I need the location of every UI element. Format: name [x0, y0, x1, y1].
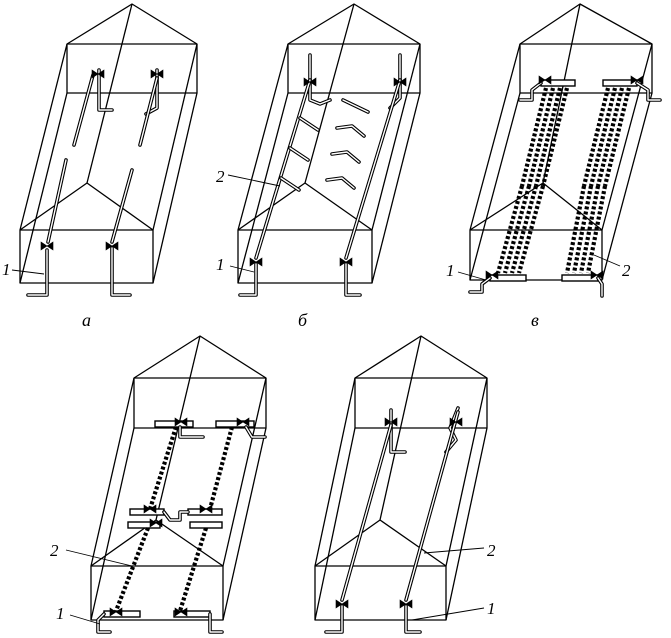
panel-a: 1 а: [2, 3, 198, 330]
header-bars-v: [468, 79, 662, 298]
callout-a-1: 1: [2, 260, 11, 279]
leader-line-d-2: [423, 547, 485, 554]
callout-g-1: 1: [56, 604, 65, 623]
callout-g-2: 2: [50, 541, 59, 560]
stripping-pipes-b: [238, 53, 402, 297]
leader-line-b-1: [229, 265, 255, 273]
box-outline-d: [314, 335, 488, 621]
header-bars-g: [96, 420, 267, 634]
box-outline-a: [19, 3, 198, 284]
leader-line-a-1: [11, 269, 45, 275]
panel-g: 2 1: [50, 335, 267, 634]
leader-line-b-2: [227, 174, 281, 187]
dashed-distributors-g: [114, 426, 235, 612]
panel-v: 1 2 в: [446, 3, 662, 330]
box-outline-b: [237, 3, 421, 284]
box-outline-g: [90, 335, 267, 621]
stripping-pipes-d: [324, 406, 460, 634]
valve-icons-d: [335, 417, 463, 609]
box-outline-v: [469, 3, 653, 281]
callout-b-2: 2: [216, 167, 225, 186]
callout-d-1: 1: [487, 599, 496, 618]
caption-b: б: [298, 310, 308, 330]
valve-icons-v: [485, 75, 644, 280]
valve-icons-a: [40, 69, 164, 251]
lamella-grid-v: [495, 87, 632, 274]
leader-line-g-1: [69, 614, 101, 625]
callout-v-2: 2: [622, 261, 631, 280]
leader-line-v-1: [457, 271, 487, 281]
stripping-pipes-a: [26, 68, 159, 297]
callout-d-2: 2: [487, 541, 496, 560]
panel-d: 2 1: [314, 335, 496, 634]
leader-line-v-2: [593, 254, 621, 267]
leader-line-d-1: [411, 607, 485, 621]
caption-v: в: [531, 310, 539, 330]
branch-arms-b: [279, 98, 370, 192]
valve-icons-g: [109, 417, 250, 617]
panel-b: 2 1 б: [216, 3, 421, 330]
leader-line-g-2: [65, 549, 133, 567]
caption-a: а: [82, 310, 91, 330]
callout-v-1: 1: [446, 261, 455, 280]
callout-b-1: 1: [216, 255, 225, 274]
valve-icons-b: [249, 77, 407, 267]
